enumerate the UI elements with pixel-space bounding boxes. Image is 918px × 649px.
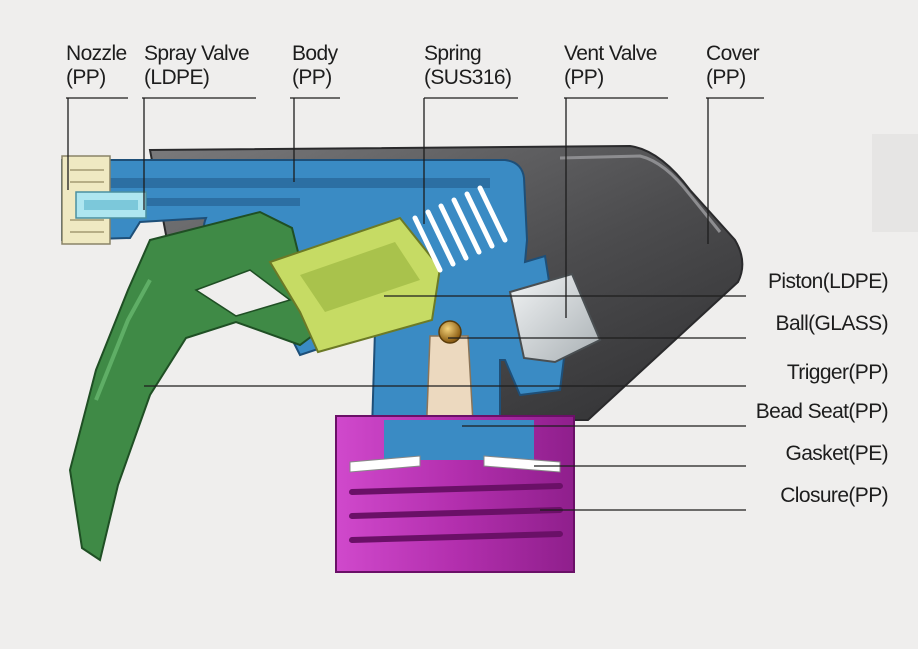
- background-shade: [872, 134, 918, 232]
- nozzle-ridges: [70, 169, 104, 233]
- label-vent-valve: Vent Valve (PP): [564, 42, 657, 90]
- label-body-name: Body: [292, 42, 338, 65]
- label-body-material: (PP): [292, 66, 332, 89]
- gasket-shape: [349, 455, 561, 473]
- label-spray-valve: Spray Valve (LDPE): [144, 42, 250, 90]
- piston-inner: [300, 242, 420, 312]
- trigger-highlight: [94, 279, 152, 401]
- leader-lines: [66, 97, 764, 511]
- label-body: Body (PP): [292, 42, 338, 90]
- label-ball: Ball(GLASS): [775, 312, 889, 335]
- closure-threads: [349, 483, 563, 543]
- trigger-cutout: [194, 269, 292, 317]
- label-spray-valve-material: (LDPE): [144, 66, 210, 89]
- label-nozzle-name: Nozzle: [66, 42, 127, 65]
- closure-inner-window: [384, 420, 534, 460]
- label-cover-material: (PP): [706, 66, 746, 89]
- label-vent-valve-name: Vent Valve: [564, 42, 657, 65]
- spray-valve-detail: [84, 200, 138, 210]
- cover-highlight: [559, 154, 722, 233]
- label-nozzle: Nozzle (PP): [66, 42, 127, 90]
- label-spring-material: (SUS316): [424, 66, 512, 89]
- label-bead-seat: Bead Seat(PP): [755, 400, 889, 423]
- label-spray-valve-name: Spray Valve: [144, 42, 250, 65]
- spring-coils: [412, 185, 508, 273]
- label-gasket: Gasket(PE): [785, 442, 888, 465]
- label-cover-name: Cover: [706, 42, 760, 65]
- body-inner-channel: [100, 178, 490, 188]
- label-cover: Cover (PP): [706, 42, 760, 90]
- label-spring-name: Spring: [424, 42, 482, 65]
- label-piston: Piston(LDPE): [767, 270, 889, 293]
- label-nozzle-material: (PP): [66, 66, 106, 89]
- ball-shape: [438, 320, 462, 344]
- label-trigger: Trigger(PP): [786, 361, 889, 384]
- label-closure: Closure(PP): [780, 484, 888, 507]
- label-vent-valve-material: (PP): [564, 66, 604, 89]
- label-spring: Spring (SUS316): [424, 42, 512, 90]
